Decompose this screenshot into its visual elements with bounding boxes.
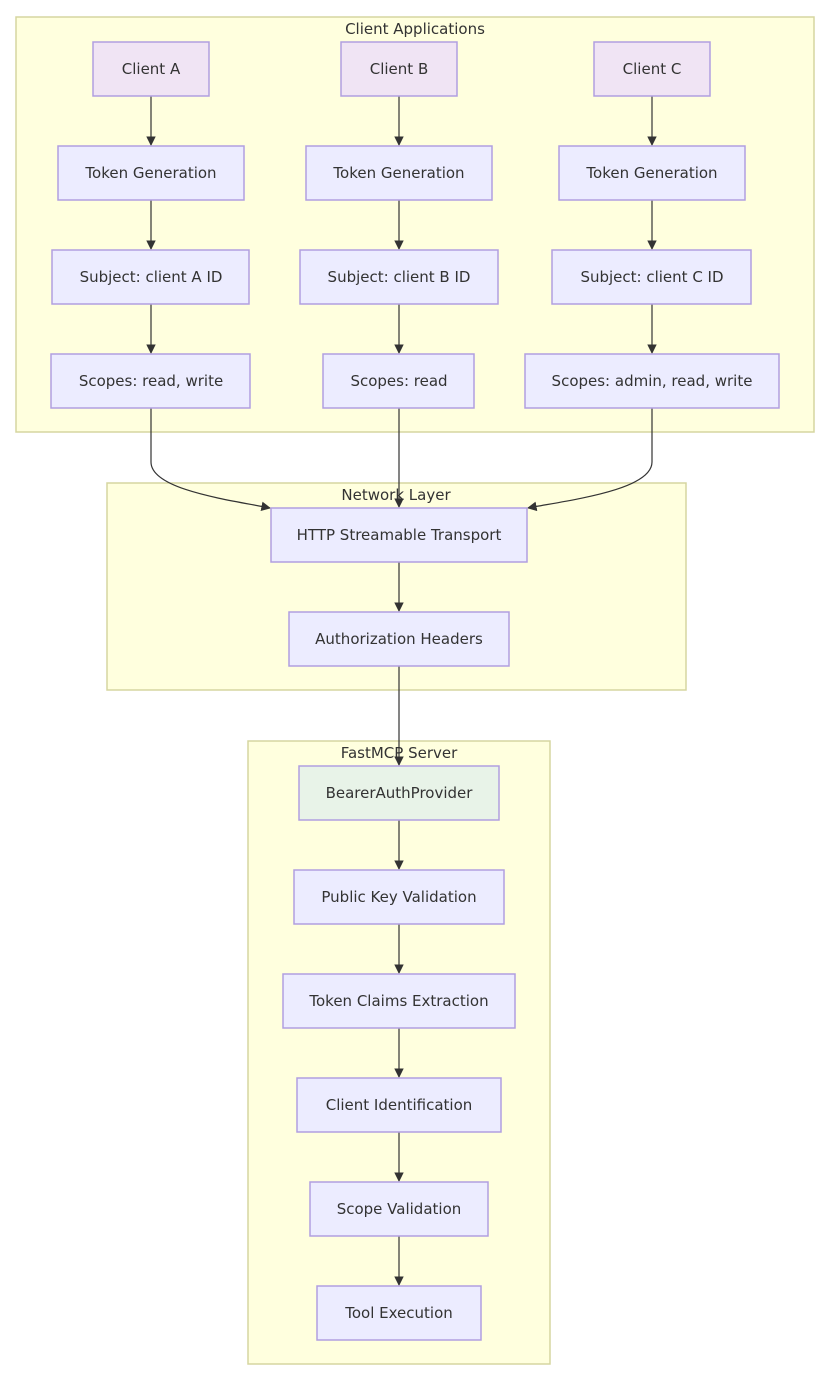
node-bearer-auth-provider: BearerAuthProvider — [298, 765, 500, 821]
node-label: Token Generation — [332, 164, 464, 182]
node-scopes-b: Scopes: read — [322, 353, 475, 409]
node-label: Scope Validation — [337, 1200, 462, 1218]
node-client-a: Client A — [92, 41, 210, 97]
node-scopes-c: Scopes: admin, read, write — [524, 353, 780, 409]
node-token-generation-b: Token Generation — [305, 145, 493, 201]
node-token-generation-c: Token Generation — [558, 145, 746, 201]
node-label: Authorization Headers — [315, 630, 483, 648]
node-scope-validation: Scope Validation — [309, 1181, 489, 1237]
node-label: Client B — [370, 60, 428, 78]
node-label: Subject: client B ID — [328, 268, 471, 286]
node-label: HTTP Streamable Transport — [297, 526, 502, 544]
node-subject-c: Subject: client C ID — [551, 249, 752, 305]
edge-scopes-a-http — [150, 408, 271, 512]
node-label: Token Claims Extraction — [308, 992, 488, 1010]
node-client-b: Client B — [340, 41, 458, 97]
node-label: Client Identification — [326, 1096, 473, 1114]
node-label: Token Generation — [585, 164, 717, 182]
node-subject-b: Subject: client B ID — [299, 249, 499, 305]
node-tool-execution: Tool Execution — [316, 1285, 482, 1341]
edges — [146, 96, 657, 1286]
node-label: Client C — [623, 60, 682, 78]
node-label: Scopes: read — [350, 372, 447, 390]
node-label: Client A — [122, 60, 181, 78]
node-http-streamable-transport: HTTP Streamable Transport — [270, 507, 528, 563]
edge-scopes-c-http — [527, 408, 653, 512]
node-client-c: Client C — [593, 41, 711, 97]
node-token-claims-extraction: Token Claims Extraction — [282, 973, 516, 1029]
node-label: Public Key Validation — [321, 888, 476, 906]
node-label: Subject: client A ID — [80, 268, 223, 286]
node-scopes-a: Scopes: read, write — [50, 353, 251, 409]
cluster-title-network-layer: Network Layer — [341, 486, 451, 504]
node-label: Scopes: read, write — [79, 372, 223, 390]
cluster-title-client-applications: Client Applications — [345, 20, 485, 38]
node-label: Token Generation — [84, 164, 216, 182]
node-authorization-headers: Authorization Headers — [288, 611, 510, 667]
node-subject-a: Subject: client A ID — [51, 249, 250, 305]
node-label: Subject: client C ID — [580, 268, 723, 286]
node-token-generation-a: Token Generation — [57, 145, 245, 201]
node-label: Scopes: admin, read, write — [552, 372, 753, 390]
node-public-key-validation: Public Key Validation — [293, 869, 505, 925]
node-client-identification: Client Identification — [296, 1077, 502, 1133]
node-label: Tool Execution — [344, 1304, 453, 1322]
node-label: BearerAuthProvider — [326, 784, 474, 802]
